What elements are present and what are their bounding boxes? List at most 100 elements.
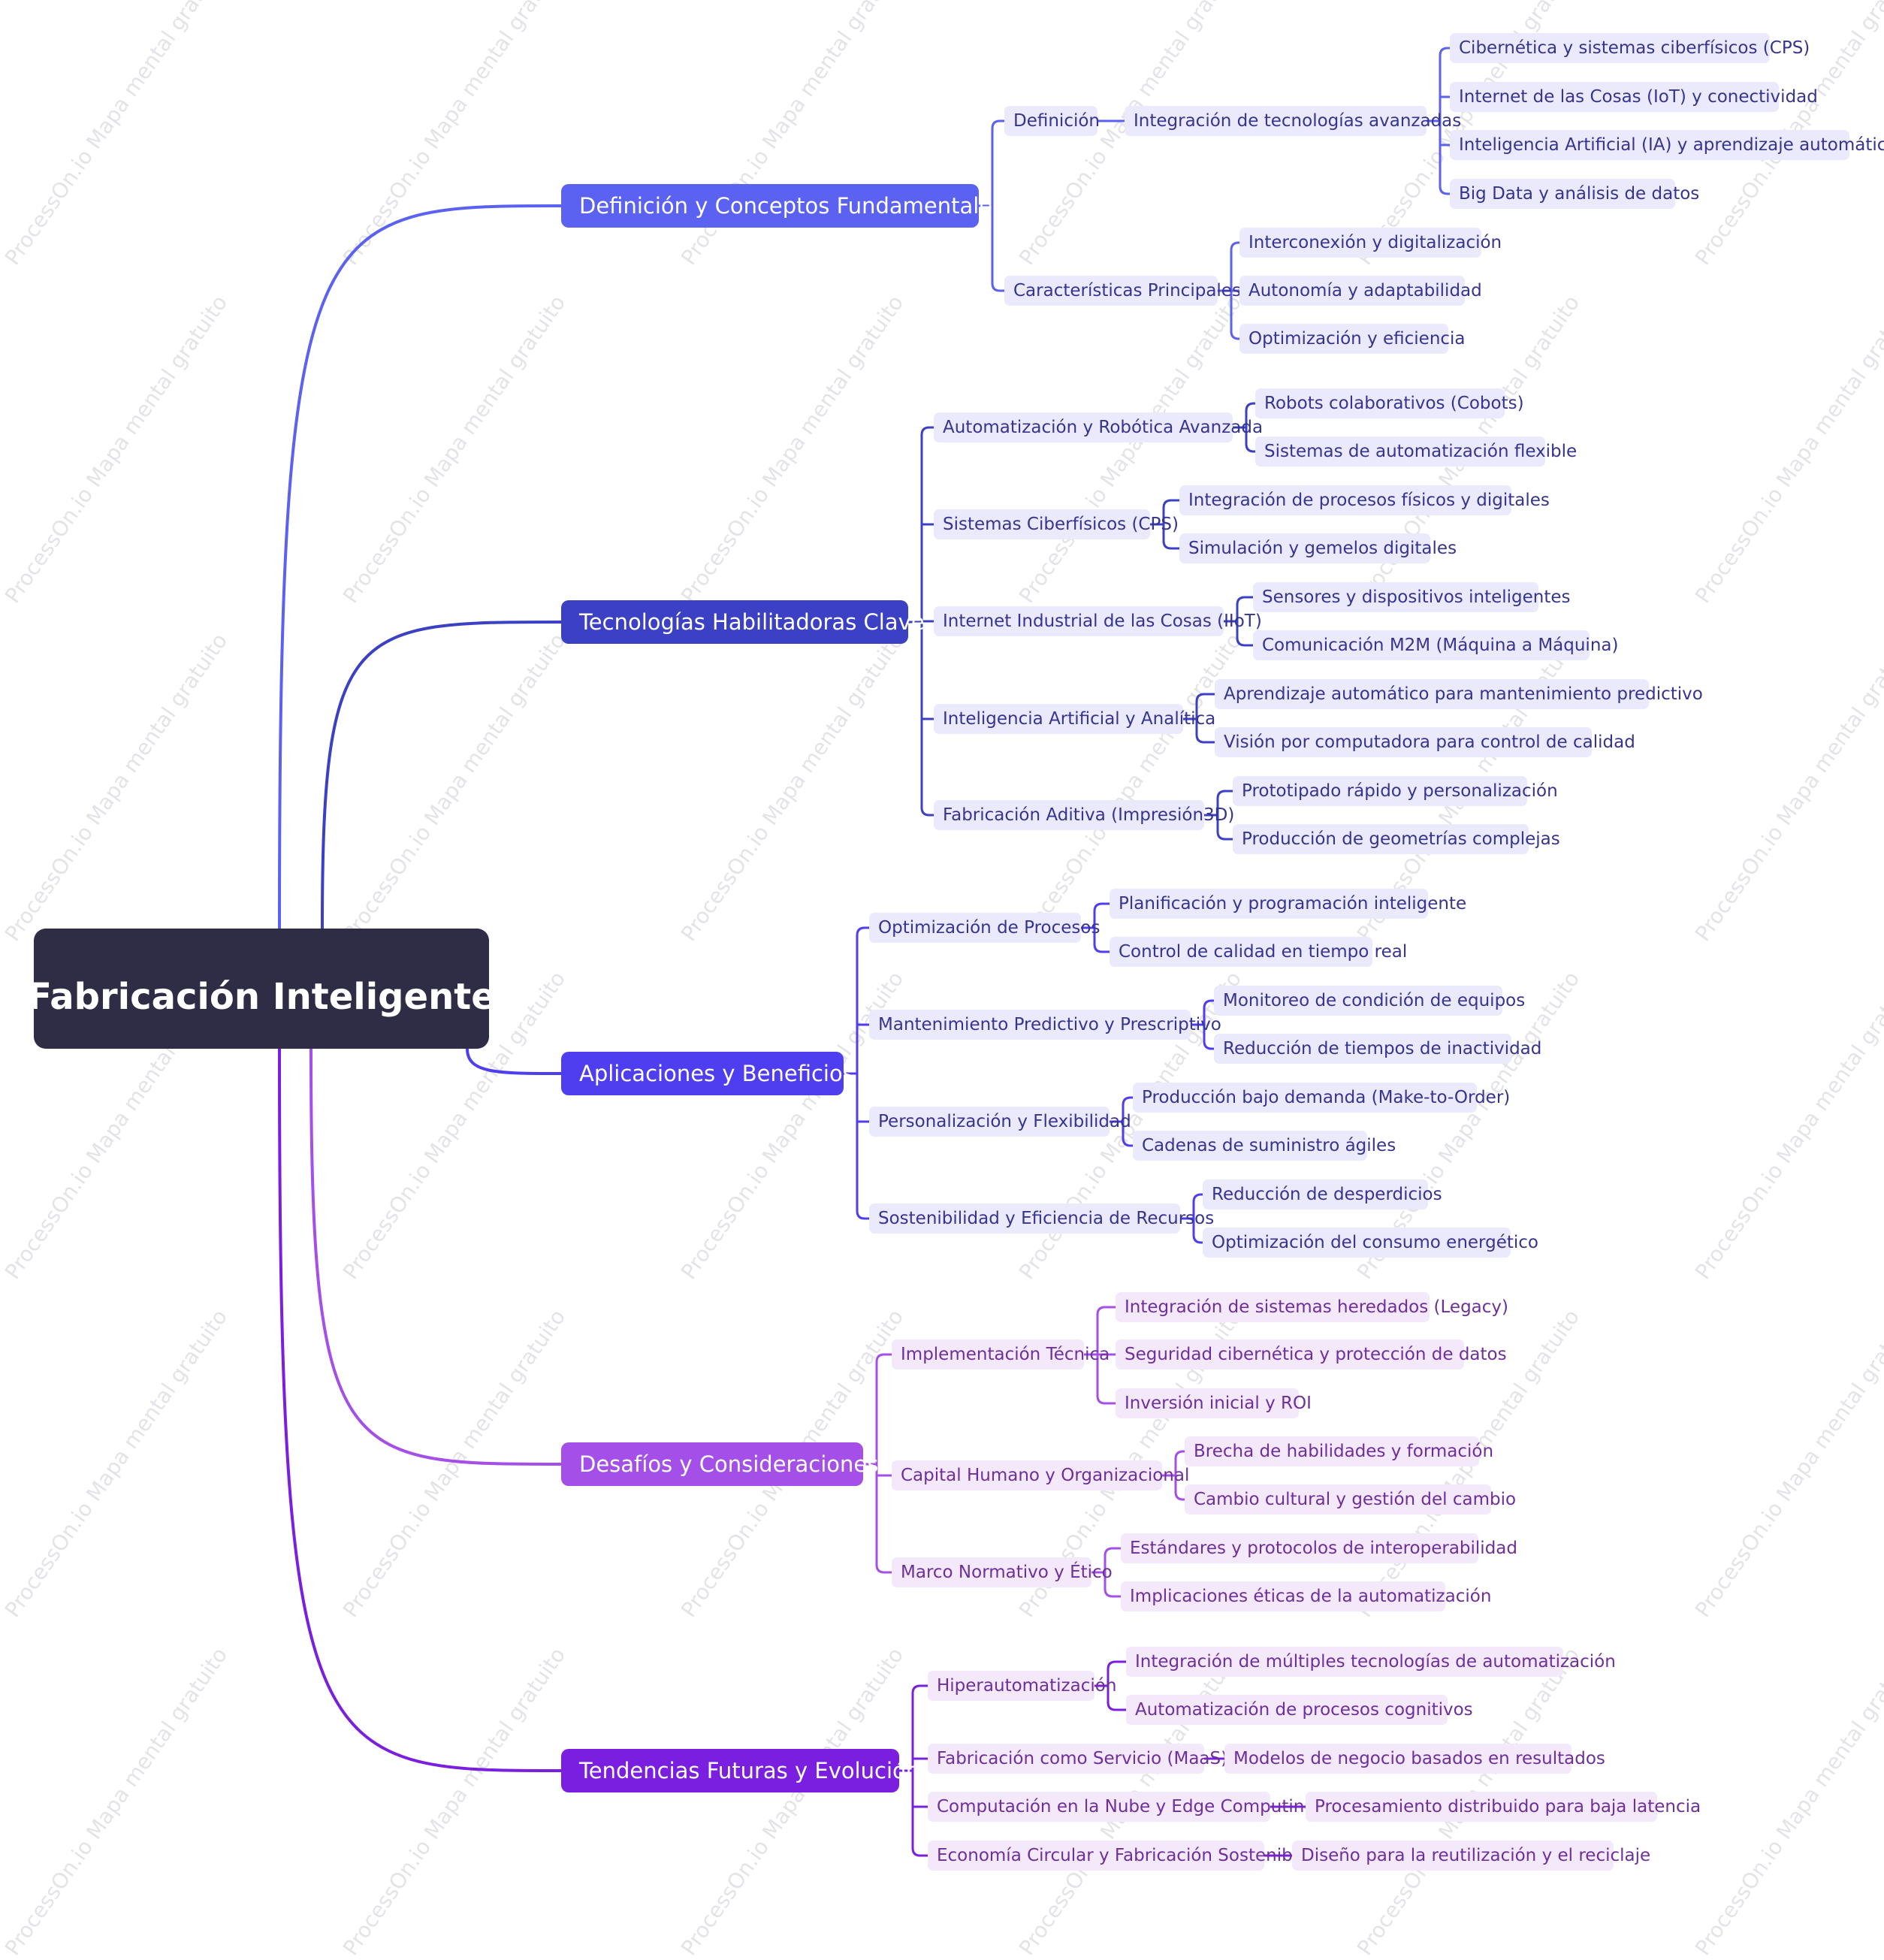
root-node[interactable]: Fabricación Inteligente — [27, 929, 496, 1049]
leaf-node-integracion-de-procesos-fisicos-y-digitales[interactable]: Integración de procesos físicos y digita… — [1179, 485, 1550, 515]
leaf-node-inteligencia-artificial-ia-y-aprendizaje-automat[interactable]: Inteligencia Artificial (IA) y aprendiza… — [1450, 130, 1884, 160]
sub-node-capital-humano-y-organizacional[interactable]: Capital Humano y Organizacional — [892, 1460, 1189, 1490]
connector-line — [856, 926, 871, 937]
leaf-node-integracion-de-sistemas-heredados-legacy[interactable]: Integración de sistemas heredados (Legac… — [1116, 1292, 1508, 1322]
connector-line — [466, 1047, 563, 1075]
connector-line — [278, 1047, 563, 1772]
sub-node-sostenibilidad-y-eficiencia-de-recursos[interactable]: Sostenibilidad y Eficiencia de Recursos — [869, 1203, 1214, 1234]
connector-line — [1245, 442, 1257, 453]
leaf-node-procesamiento-distribuido-para-baja-latencia[interactable]: Procesamiento distribuido para baja late… — [1306, 1792, 1701, 1822]
connector-line — [1439, 185, 1451, 195]
connector-line — [875, 1563, 893, 1574]
connector-line — [920, 806, 935, 817]
sub-node-internet-industrial-de-las-cosas-iiot[interactable]: Internet Industrial de las Cosas (IIoT) — [934, 606, 1262, 636]
connector-line — [321, 621, 563, 930]
sub-node-implementacion-tecnica[interactable]: Implementación Técnica — [892, 1339, 1110, 1370]
sub-node-economia-circular-y-fabricacion-sostenible[interactable]: Economía Circular y Fabricación Sostenib… — [928, 1841, 1308, 1871]
leaf-node-brecha-de-habilidades-y-formacion[interactable]: Brecha de habilidades y formación — [1185, 1436, 1493, 1466]
leaf-node-produccion-de-geometrias-complejas[interactable]: Producción de geometrías complejas — [1233, 824, 1560, 854]
sub-node-marco-normativo-y-etico[interactable]: Marco Normativo y Ético — [892, 1557, 1113, 1587]
leaf-node-modelos-de-negocio-basados-en-resultados[interactable]: Modelos de negocio basados en resultados — [1224, 1744, 1605, 1774]
connector-line — [1107, 1660, 1128, 1671]
leaf-node-optimizacion-y-eficiencia[interactable]: Optimización y eficiencia — [1239, 324, 1466, 354]
sub-node-mantenimiento-predictivo-y-prescriptivo[interactable]: Mantenimiento Predictivo y Prescriptivo — [869, 1010, 1221, 1040]
leaf-node-sensores-y-dispositivos-inteligentes[interactable]: Sensores y dispositivos inteligentes — [1253, 582, 1571, 612]
leaf-node-autonomia-y-adaptabilidad[interactable]: Autonomía y adaptabilidad — [1239, 276, 1482, 306]
connector-line — [1203, 1040, 1215, 1050]
leaf-node-cambio-cultural-y-gestion-del-cambio[interactable]: Cambio cultural y gestión del cambio — [1185, 1484, 1516, 1515]
leaf-node-diseno-para-la-reutilizacion-y-el-reciclaje[interactable]: Diseño para la reutilización y el recicl… — [1292, 1841, 1650, 1871]
leaf-node-integracion-de-tecnologias-avanzadas[interactable]: Integración de tecnologías avanzadas — [1125, 106, 1461, 136]
connector-line — [856, 1210, 871, 1220]
connector-line — [1236, 636, 1254, 647]
connector-line — [1230, 330, 1241, 340]
connector-line — [1096, 1394, 1117, 1405]
connector-line — [1245, 402, 1257, 412]
leaf-node-big-data-y-analisis-de-datos[interactable]: Big Data y análisis de datos — [1450, 179, 1699, 209]
connector-line — [1203, 999, 1215, 1010]
sub-node-fabricacion-aditiva-impresion3d[interactable]: Fabricación Aditiva (Impresión3D) — [934, 800, 1234, 830]
leaf-node-interconexion-y-digitalizacion[interactable]: Interconexión y digitalización — [1239, 228, 1502, 258]
leaf-node-planificacion-y-programacion-inteligente[interactable]: Planificación y programación inteligente — [1110, 889, 1466, 919]
branch-node-desafios-y-consideraciones[interactable]: Desafíos y Consideraciones — [561, 1442, 878, 1486]
connector-line — [1093, 943, 1111, 953]
leaf-node-cadenas-de-suministro-agiles[interactable]: Cadenas de suministro ágiles — [1133, 1131, 1396, 1161]
branch-node-tecnologias-habilitadoras-clave[interactable]: Tecnologías Habilitadoras Clave — [561, 600, 925, 644]
sub-node-fabricacion-como-servicio-maas[interactable]: Fabricación como Servicio (MaaS) — [928, 1744, 1227, 1774]
connector-line — [875, 1353, 893, 1364]
connector-line — [1216, 830, 1234, 841]
connector-line — [1096, 1306, 1117, 1316]
sub-node-optimizacion-de-procesos[interactable]: Optimización de Procesos — [869, 913, 1100, 943]
leaf-node-monitoreo-de-condicion-de-equipos[interactable]: Monitoreo de condición de equipos — [1214, 986, 1525, 1016]
connector-line — [1104, 1587, 1122, 1598]
branch-node-definicion-y-conceptos-fundamentales[interactable]: Definición y Conceptos Fundamentales — [561, 184, 1004, 228]
connector-line — [1192, 1193, 1204, 1203]
leaf-node-automatizacion-de-procesos-cognitivos[interactable]: Automatización de procesos cognitivos — [1126, 1695, 1473, 1725]
connector-line — [278, 204, 563, 930]
leaf-node-reduccion-de-desperdicios[interactable]: Reducción de desperdicios — [1203, 1179, 1442, 1210]
sub-node-personalizacion-y-flexibilidad[interactable]: Personalización y Flexibilidad — [869, 1107, 1131, 1137]
connector-line — [1104, 1547, 1122, 1557]
leaf-node-internet-de-las-cosas-iot-y-conectividad[interactable]: Internet de las Cosas (IoT) y conectivid… — [1450, 82, 1818, 112]
sub-node-caracteristicas-principales[interactable]: Características Principales — [1004, 276, 1241, 306]
leaf-node-cibernetica-y-sistemas-ciberfisicos-cps[interactable]: Cibernética y sistemas ciberfísicos (CPS… — [1450, 33, 1810, 63]
leaf-node-seguridad-cibernetica-y-proteccion-de-datos[interactable]: Seguridad cibernética y protección de da… — [1116, 1339, 1507, 1370]
leaf-node-aprendizaje-automatico-para-mantenimiento-predic[interactable]: Aprendizaje automático para mantenimient… — [1215, 679, 1703, 709]
leaf-node-integracion-de-multiples-tecnologias-de-automati[interactable]: Integración de múltiples tecnologías de … — [1126, 1647, 1616, 1677]
connector-line — [1162, 499, 1181, 509]
sub-node-sistemas-ciberfisicos-cps[interactable]: Sistemas Ciberfísicos (CPS) — [934, 509, 1179, 539]
branch-node-aplicaciones-y-beneficios[interactable]: Aplicaciones y Beneficios — [561, 1052, 854, 1095]
leaf-node-reduccion-de-tiempos-de-inactividad[interactable]: Reducción de tiempos de inactividad — [1214, 1034, 1541, 1064]
connector-line — [1122, 1137, 1134, 1147]
connector-line — [1195, 733, 1216, 744]
connector-line — [911, 1847, 929, 1857]
sub-node-automatizacion-y-robotica-avanzada[interactable]: Automatización y Robótica Avanzada — [934, 412, 1263, 442]
leaf-node-inversion-inicial-y-roi[interactable]: Inversión inicial y ROI — [1116, 1388, 1312, 1418]
sub-node-definicion[interactable]: Definición — [1004, 106, 1100, 136]
leaf-node-vision-por-computadora-para-control-de-calidad[interactable]: Visión por computadora para control de c… — [1215, 727, 1635, 757]
leaf-node-estandares-y-protocolos-de-interoperabilidad[interactable]: Estándares y protocolos de interoperabil… — [1121, 1533, 1517, 1563]
connector-line — [1192, 1234, 1204, 1244]
connector-line — [309, 1047, 563, 1466]
leaf-node-comunicacion-m2m-maquina-a-maquina[interactable]: Comunicación M2M (Máquina a Máquina) — [1253, 630, 1618, 660]
connector-line — [920, 426, 935, 436]
connector-line — [1195, 693, 1216, 703]
leaf-node-control-de-calidad-en-tiempo-real[interactable]: Control de calidad en tiempo real — [1110, 937, 1407, 967]
connector-line — [991, 282, 1006, 292]
sub-node-hiperautomatizacion[interactable]: Hiperautomatización — [928, 1671, 1116, 1701]
connector-line — [1162, 539, 1181, 550]
connector-line — [1216, 790, 1234, 800]
connector-line — [1107, 1701, 1128, 1711]
leaf-node-produccion-bajo-demanda-make-to-order[interactable]: Producción bajo demanda (Make-to-Order) — [1133, 1083, 1510, 1113]
sub-node-computacion-en-la-nube-y-edge-computing[interactable]: Computación en la Nube y Edge Computing — [928, 1792, 1315, 1822]
leaf-node-implicaciones-eticas-de-la-automatizacion[interactable]: Implicaciones éticas de la automatizació… — [1121, 1581, 1491, 1611]
sub-node-inteligencia-artificial-y-analitica[interactable]: Inteligencia Artificial y Analítica — [934, 704, 1215, 734]
leaf-node-robots-colaborativos-cobots[interactable]: Robots colaborativos (Cobots) — [1255, 388, 1524, 418]
leaf-node-optimizacion-del-consumo-energetico[interactable]: Optimización del consumo energético — [1203, 1228, 1538, 1258]
leaf-node-simulacion-y-gemelos-digitales[interactable]: Simulación y gemelos digitales — [1179, 533, 1457, 563]
connector-line — [1439, 47, 1451, 57]
leaf-node-sistemas-de-automatizacion-flexible[interactable]: Sistemas de automatización flexible — [1255, 436, 1577, 467]
leaf-node-prototipado-rapido-y-personalizacion[interactable]: Prototipado rápido y personalización — [1233, 776, 1558, 806]
branch-node-tendencias-futuras-y-evolucion[interactable]: Tendencias Futuras y Evolución — [561, 1749, 919, 1792]
